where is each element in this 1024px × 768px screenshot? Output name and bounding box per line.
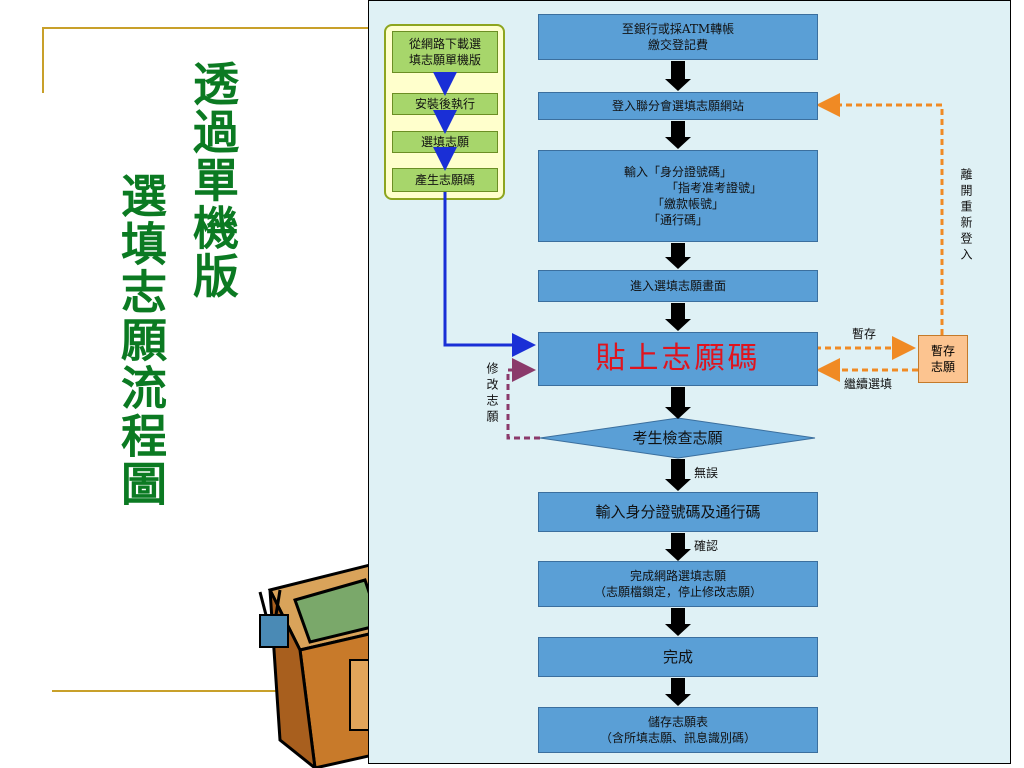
label-relogin: 離開重新登入 xyxy=(959,168,973,264)
label-no-error: 無誤 xyxy=(694,466,719,480)
download-step-3-text: 選填志願 xyxy=(420,135,469,149)
step-complete-online-line1: 完成網路選填志願 xyxy=(629,569,726,583)
step-input-line4: 「通行碼」 xyxy=(647,213,708,227)
download-step-3: 選填志願 xyxy=(392,131,498,153)
step-enter-selection-text: 進入選填志願畫面 xyxy=(629,279,726,293)
step-pay-fee: 至銀行或採ATM轉帳 繳交登記費 xyxy=(538,14,818,60)
step-input-line2: 「指考准考證號」 xyxy=(665,181,762,195)
left-decor-line xyxy=(42,27,44,93)
label-temp-save: 暫存 xyxy=(852,327,877,341)
step-done: 完成 xyxy=(538,637,818,677)
step-save-form-line2: （含所填志願、訊息識別碼） xyxy=(599,731,756,745)
label-confirm: 確認 xyxy=(694,539,719,553)
arrow-9 xyxy=(665,678,691,706)
label-modify: 修改志願 xyxy=(485,362,499,426)
arrow-8 xyxy=(665,608,691,636)
title-line1: 透過單機版 xyxy=(186,60,240,300)
top-decor-line xyxy=(42,27,368,29)
decision-diamond xyxy=(539,417,816,459)
temp-save-box: 暫存 志願 xyxy=(918,335,968,383)
step-pay-fee-line2: 繳交登記費 xyxy=(647,38,708,52)
step-login-text: 登入聯分會選填志願網站 xyxy=(611,99,744,113)
arrow-1 xyxy=(665,61,691,91)
label-continue: 繼續選填 xyxy=(844,377,893,391)
download-step-1-line2: 填志願單機版 xyxy=(408,53,481,67)
step-confirm-id: 輸入身分證號碼及通行碼 xyxy=(538,492,818,532)
step-input-credentials: 輸入「身分證號碼」 「指考准考證號」 「繳款帳號」 「通行碼」 xyxy=(538,150,818,242)
step-save-form: 儲存志願表 （含所填志願、訊息識別碼） xyxy=(538,707,818,753)
step-save-form-line1: 儲存志願表 xyxy=(647,715,708,729)
decision-label: 考生檢查志願 xyxy=(632,429,723,447)
step-login: 登入聯分會選填志願網站 xyxy=(538,92,818,120)
arrow-2 xyxy=(665,121,691,149)
step-complete-online: 完成網路選填志願 （志願檔鎖定，停止修改志願） xyxy=(538,561,818,607)
step-input-line1: 輸入「身分證號碼」 xyxy=(623,165,732,179)
download-step-2-text: 安裝後執行 xyxy=(414,97,475,111)
step-enter-selection: 進入選填志願畫面 xyxy=(538,270,818,302)
step-input-line3: 「繳款帳號」 xyxy=(651,197,724,211)
arrow-5 xyxy=(665,387,691,419)
arrow-6 xyxy=(665,459,691,491)
step-pay-fee-line1: 至銀行或採ATM轉帳 xyxy=(621,22,735,36)
arrow-4 xyxy=(665,303,691,331)
temp-save-box-line2: 志願 xyxy=(930,360,955,374)
arrow-3 xyxy=(665,243,691,269)
download-step-4-text: 產生志願碼 xyxy=(414,173,475,187)
download-step-1-line1: 從網路下載選 xyxy=(408,37,481,51)
step-paste-code: 貼上志願碼 xyxy=(538,332,818,386)
step-done-text: 完成 xyxy=(662,648,693,666)
step-complete-online-line2: （志願檔鎖定，停止修改志願） xyxy=(593,585,762,599)
step-confirm-id-text: 輸入身分證號碼及通行碼 xyxy=(595,503,761,521)
arrow-7 xyxy=(665,533,691,561)
temp-save-box-line1: 暫存 xyxy=(930,344,955,358)
step-paste-code-text: 貼上志願碼 xyxy=(595,341,761,376)
bottom-decor-line xyxy=(52,690,368,692)
title-line2: 選填志願流程圖 xyxy=(114,172,168,508)
